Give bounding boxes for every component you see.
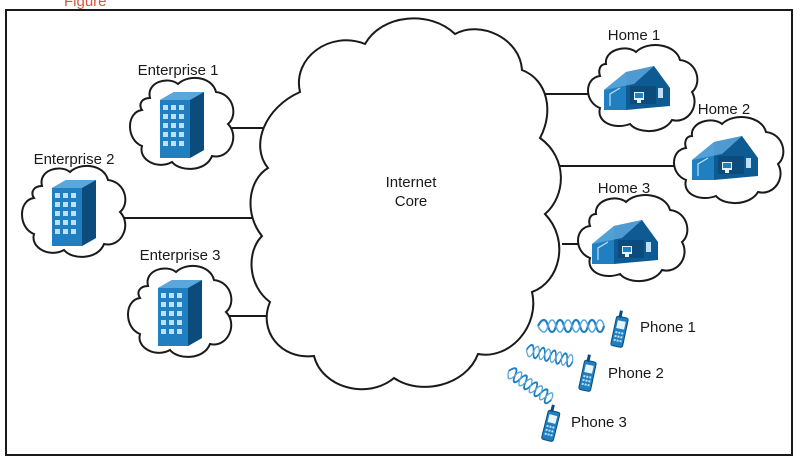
- internet-core-cloud: [249, 17, 562, 391]
- building-icon: [158, 280, 202, 346]
- phone-node: Phone 2: [524, 342, 664, 393]
- phone-label: Phone 1: [640, 319, 696, 336]
- phone-label: Phone 3: [571, 414, 627, 431]
- enterprise-node: Enterprise 2: [21, 151, 127, 258]
- phone-icon: [610, 309, 631, 349]
- radio-wave-icon: [524, 342, 576, 369]
- enterprise-label: Enterprise 1: [138, 62, 219, 79]
- phone-icon: [540, 403, 563, 443]
- radio-wave-icon: [536, 318, 606, 334]
- home-node: Home 3: [577, 180, 689, 282]
- radio-wave-icon: [504, 364, 556, 406]
- phone-node: Phone 1: [536, 309, 696, 349]
- enterprise-label: Enterprise 2: [34, 151, 115, 168]
- building-icon: [160, 92, 204, 158]
- home-node: Home 1: [587, 27, 699, 132]
- home-node: Home 2: [673, 101, 785, 204]
- building-icon: [52, 180, 96, 246]
- home-label: Home 1: [608, 27, 661, 44]
- internet-core-label: Internet: [386, 174, 438, 191]
- home-label: Home 2: [698, 101, 751, 118]
- diagram-frame: [5, 9, 793, 456]
- header-fragment: Figure: [64, 0, 107, 10]
- enterprise-node: Enterprise 3: [127, 247, 233, 358]
- phone-icon: [578, 353, 599, 393]
- phone-node: Phone 3: [504, 364, 627, 443]
- home-label: Home 3: [598, 180, 651, 197]
- internet-core-label: Core: [395, 193, 428, 210]
- phone-label: Phone 2: [608, 365, 664, 382]
- enterprise-label: Enterprise 3: [140, 247, 221, 264]
- enterprise-node: Enterprise 1: [129, 62, 235, 170]
